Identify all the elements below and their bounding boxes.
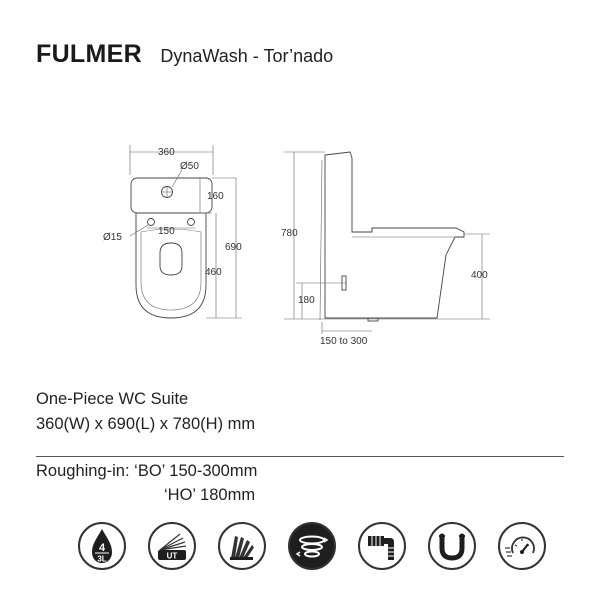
drop-bottom-label: 3L [97, 555, 106, 564]
dim-front-offset: 160 [207, 191, 224, 202]
side-view: 780 180 400 150 to 300 [281, 151, 490, 347]
tornado-flush-icon [288, 522, 336, 570]
dim-seat-height: 400 [471, 270, 488, 281]
product-dimensions: 360(W) x 690(L) x 780(H) mm [36, 415, 256, 433]
dim-height: 780 [281, 228, 298, 239]
dim-bo-range: 150 to 300 [320, 336, 368, 347]
dim-length: 690 [225, 242, 242, 253]
roughing-label: Roughing-in: ‘BO’ 150-300mm [36, 462, 257, 481]
dim-outlet-dia: Ø50 [180, 161, 199, 172]
feature-icons: 4 3L UT [78, 522, 558, 582]
top-view: 360 Ø50 150 Ø15 160 690 460 [103, 145, 242, 319]
dim-pan-length: 460 [205, 267, 222, 278]
roughing-ho: ‘HO’ 180mm [164, 486, 256, 504]
layers-fan-icon [218, 522, 266, 570]
roughing-heading: Roughing-in: [36, 462, 130, 480]
dim-fixing-dia: Ø15 [103, 232, 122, 243]
product-type: One-Piece WC Suite [36, 390, 189, 408]
ut-soft-close-seat-icon: UT [148, 522, 196, 570]
dim-ho-height: 180 [298, 295, 315, 306]
water-drop-4-3l-icon: 4 3L [78, 522, 126, 570]
brand-name: FULMER [36, 40, 142, 68]
s-trap-pipe-icon [358, 522, 406, 570]
quick-release-speed-icon [498, 522, 546, 570]
ut-label: UT [167, 552, 178, 561]
model-name: DynaWash - Tor’nado [160, 46, 334, 66]
u-rimless-icon [428, 522, 476, 570]
dim-fixing-spacing: 150 [158, 226, 175, 237]
product-title: FULMER DynaWash - Tor’nado [36, 40, 333, 69]
roughing-bo: ‘BO’ 150-300mm [134, 462, 258, 480]
dim-width-top: 360 [158, 147, 175, 158]
technical-drawing: 360 Ø50 150 Ø15 160 690 460 [103, 145, 490, 347]
divider [36, 456, 564, 457]
drop-top-label: 4 [99, 542, 106, 554]
